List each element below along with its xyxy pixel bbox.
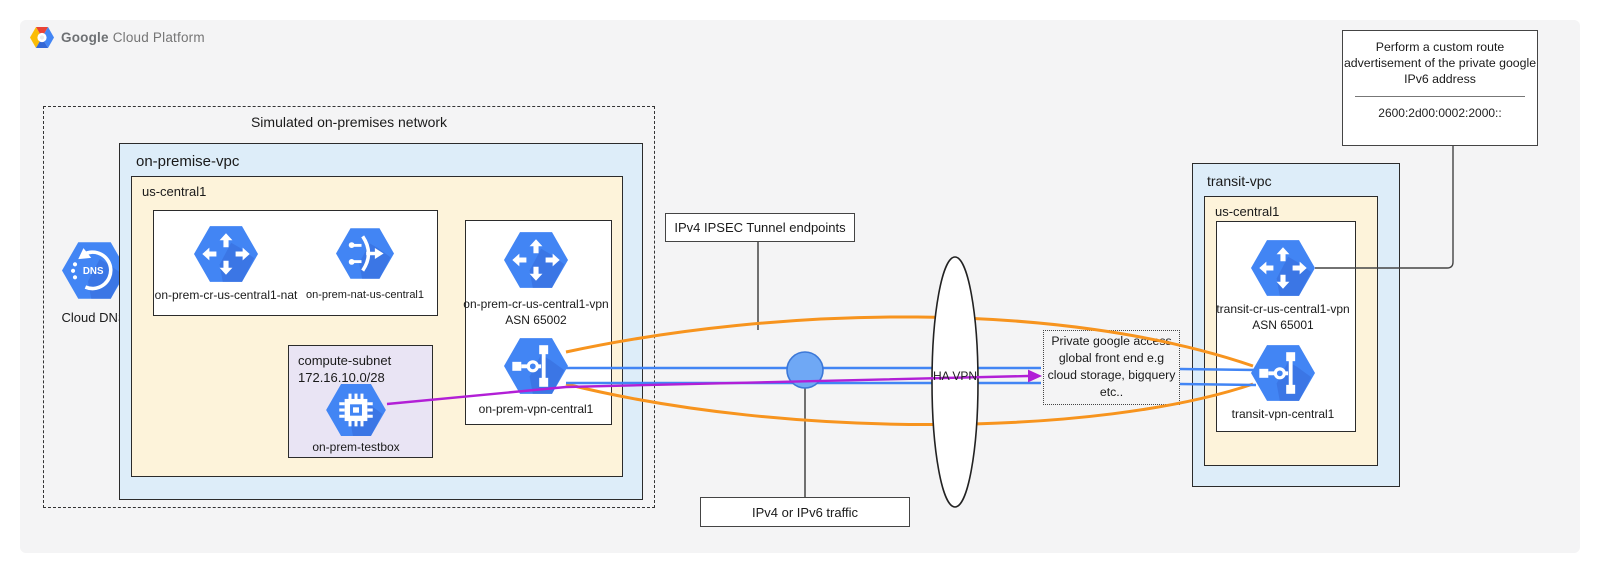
cloud-dns-label: Cloud DNS	[61, 310, 127, 325]
cloud-nat-icon	[336, 228, 394, 279]
onprem-vpn-gateway-label: on-prem-vpn-central1	[478, 402, 594, 416]
pga-line-4: etc..	[1099, 385, 1124, 399]
onprem-network-boundary: Simulated on-premises network	[43, 106, 655, 508]
compute-testbox-node	[326, 384, 386, 441]
note-line-2: advertisement of the private google	[1343, 56, 1537, 70]
route-advertisement-note: Perform a custom route advertisement of …	[1342, 30, 1538, 146]
pga-line-2: global front end e.g	[1058, 351, 1165, 365]
transit-router-node	[1251, 240, 1315, 301]
transit-vpn-gateway-node	[1251, 345, 1315, 406]
pga-line-1: Private google access	[1051, 334, 1172, 348]
ipsec-endpoints-label-box: IPv4 IPSEC Tunnel endpoints	[665, 213, 855, 242]
cloud-router-nat-node	[194, 226, 258, 287]
note-line-3: IPv6 address	[1404, 72, 1476, 86]
private-google-access-box: Private google access global front end e…	[1043, 330, 1180, 405]
transit-vpc-label: transit-vpc	[1207, 173, 1272, 189]
traffic-label: IPv4 or IPv6 traffic	[752, 504, 858, 520]
onprem-region-label: us-central1	[142, 184, 207, 199]
onprem-network-title: Simulated on-premises network	[250, 114, 448, 130]
subnet-name: compute-subnet	[298, 353, 392, 368]
compute-engine-icon	[326, 384, 386, 436]
cloud-router-icon	[1251, 240, 1315, 296]
traffic-label-box: IPv4 or IPv6 traffic	[700, 497, 910, 527]
cloud-vpn-icon	[504, 338, 568, 394]
onprem-vpn-gateway-node	[504, 338, 568, 399]
ipsec-endpoints-label: IPv4 IPSEC Tunnel endpoints	[674, 220, 846, 235]
transit-router-asn: ASN 65001	[1252, 318, 1314, 332]
cloud-router-icon	[504, 232, 568, 288]
nat-label: on-prem-nat-us-central1	[306, 289, 424, 301]
onprem-vpn-router-asn: ASN 65002	[505, 313, 567, 327]
pga-line-3: cloud storage, bigquery	[1047, 368, 1176, 382]
cloud-vpn-icon	[1251, 345, 1315, 401]
ha-vpn-label: HA VPN	[932, 369, 977, 383]
cloud-dns-icon: DNS	[62, 242, 127, 299]
svg-text:DNS: DNS	[83, 266, 104, 277]
subnet-cidr: 172.16.10.0/28	[298, 370, 385, 385]
testbox-label: on-prem-testbox	[312, 440, 400, 454]
cloud-dns-node: DNS	[62, 242, 127, 304]
router-nat-label: on-prem-cr-us-central1-nat	[154, 288, 298, 302]
cloud-router-icon	[194, 226, 258, 282]
onprem-vpn-router-label: on-prem-cr-us-central1-vpn	[463, 297, 609, 311]
note-divider	[1355, 96, 1525, 97]
cloud-nat-node	[336, 228, 394, 284]
gcp-logo-google: Google	[61, 30, 109, 45]
transit-vpn-gateway-label: transit-vpn-central1	[1231, 407, 1335, 421]
note-line-1: Perform a custom route	[1375, 40, 1505, 54]
transit-router-label: transit-cr-us-central1-vpn	[1216, 302, 1350, 316]
transit-region-label: us-central1	[1215, 204, 1280, 219]
gcp-logo-icon	[30, 27, 54, 48]
note-ipv6-address: 2600:2d00:0002:2000::	[1378, 106, 1502, 120]
onprem-vpn-router-node	[504, 232, 568, 293]
onprem-vpc-label: on-premise-vpc	[136, 153, 240, 170]
gcp-logo-cloud-platform: Cloud Platform	[112, 30, 205, 45]
